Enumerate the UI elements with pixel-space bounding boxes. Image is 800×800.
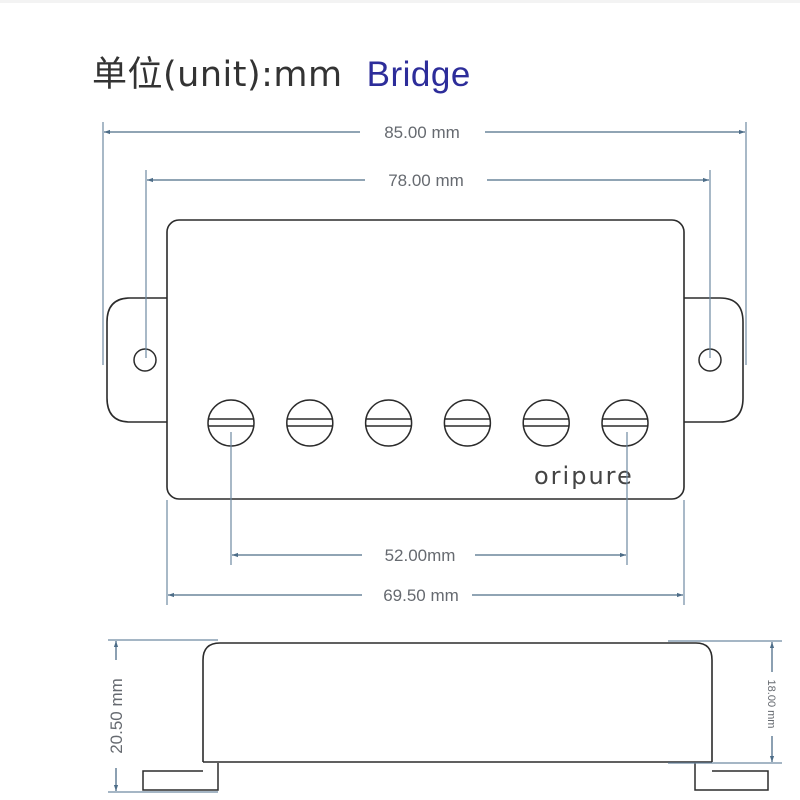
side-view: 20.50 mm 18.00 mm [107, 639, 782, 793]
model-label: Bridge [366, 55, 471, 94]
pole-piece-screw [443, 399, 492, 447]
pole-piece-screw [364, 399, 413, 447]
extension-lines [102, 122, 747, 605]
dimension-label: 78.00 mm [388, 171, 464, 190]
screw-head [443, 399, 492, 447]
dimension-label: 69.50 mm [383, 586, 459, 605]
left-mounting-tab [106, 297, 167, 423]
brand-logo: oripure [534, 462, 634, 490]
left-mounting-hole [133, 348, 157, 372]
dimension-hole-spacing: 78.00 mm [147, 171, 709, 190]
screw-head [286, 399, 334, 447]
pole-piece-screw [601, 399, 649, 447]
right-mounting-tab [684, 297, 744, 423]
side-extension-lines [108, 639, 782, 793]
dimension-total-height: 20.50 mm [107, 641, 126, 791]
top-view: oripure 85.00 mm 78.00 mm 5 [102, 122, 747, 605]
dimension-overall-length: 85.00 mm [104, 123, 745, 142]
pole-piece-screw [522, 399, 570, 447]
dimension-label: 85.00 mm [384, 123, 460, 142]
left-side-tab [142, 763, 219, 791]
diagram-title: 单位(unit):mm Bridge [92, 46, 471, 97]
screw-head [601, 399, 649, 447]
pole-piece-screw [286, 399, 334, 447]
dimension-label: 20.50 mm [107, 678, 126, 754]
side-cover [202, 642, 713, 762]
screw-head [522, 399, 570, 447]
dimension-cover-height: 18.00 mm [765, 642, 777, 762]
pole-pieces [207, 399, 649, 447]
right-side-tab [694, 763, 769, 791]
dimension-pole-spacing: 52.00mm [232, 546, 626, 565]
screw-head [364, 399, 413, 447]
pickup-cover [166, 219, 685, 500]
dimension-label: 52.00mm [385, 546, 456, 565]
dimension-label: 18.00 mm [765, 680, 777, 729]
dimension-cover-length: 69.50 mm [168, 586, 683, 605]
top-border [0, 0, 800, 3]
unit-label: 单位(unit):mm [92, 55, 343, 95]
